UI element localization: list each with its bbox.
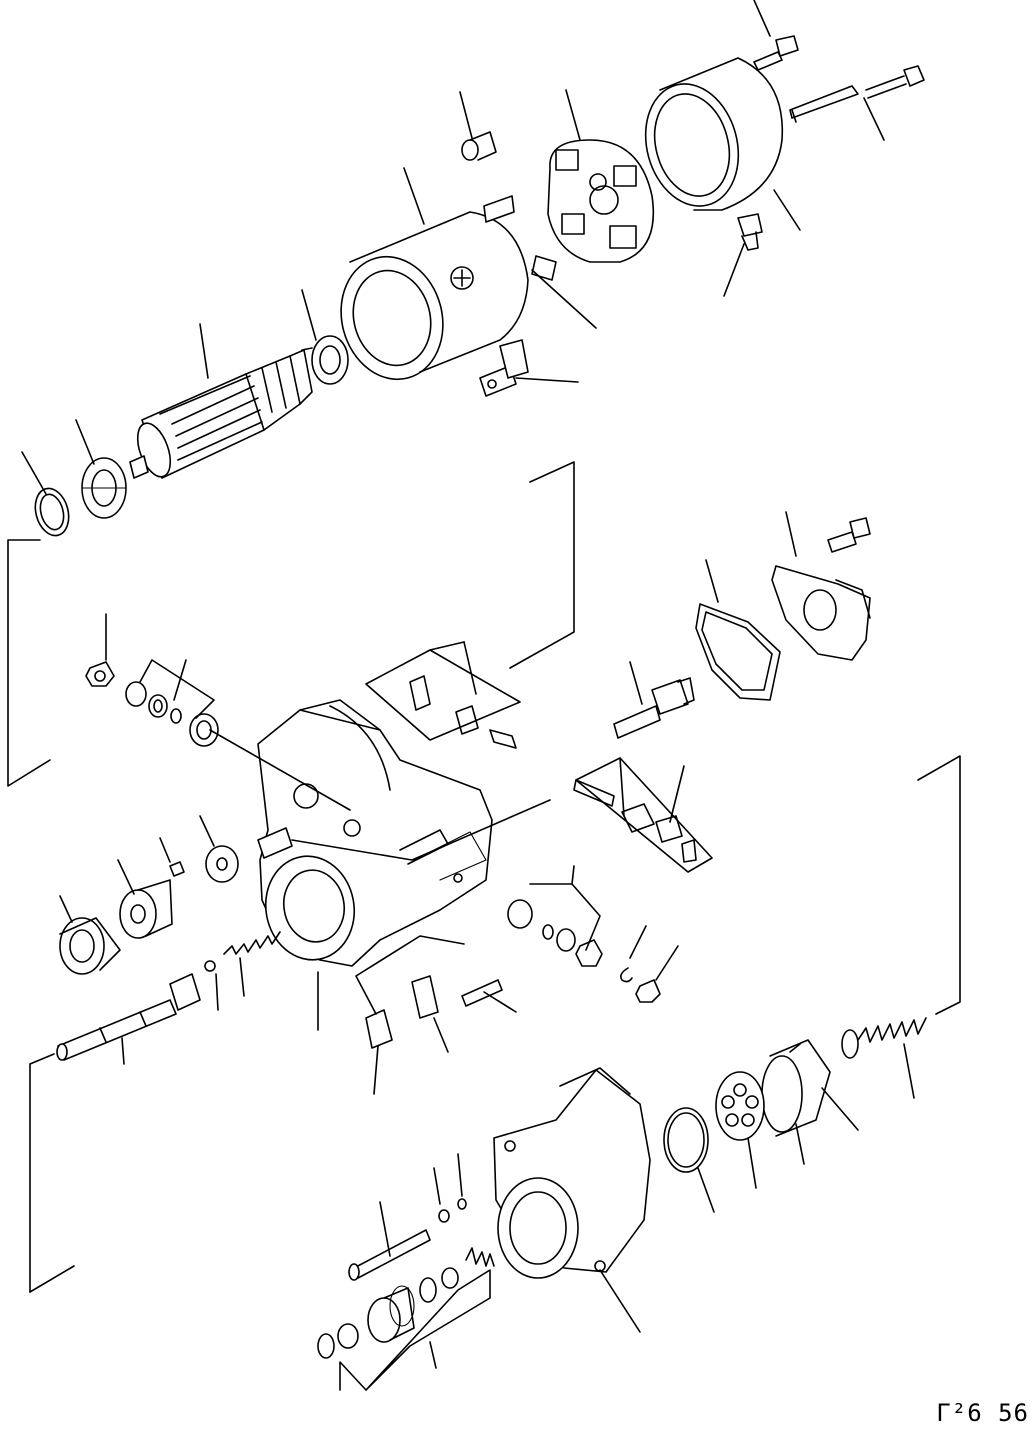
clutch-collar [119,879,173,939]
through-bolt [789,65,925,123]
drive-gear-assembly [761,1039,831,1137]
cover-band [644,57,784,211]
screw [753,35,799,71]
long-bolt [348,1229,431,1281]
leader-lines [7,0,961,1391]
plunger [613,677,695,739]
spring-lower [465,1247,495,1267]
ball-bearing-front [81,457,127,519]
return-spring [841,1017,927,1059]
spring-small [223,931,281,955]
terminal-bolt [365,975,503,1049]
o-ring [663,1107,709,1173]
seal-ring [34,487,70,537]
figure-code: Γ²6 56 [936,1399,1029,1427]
ball-bearing-rear [301,335,349,385]
armature [129,349,313,479]
clamp-clip [737,213,763,251]
washer-flat [205,845,239,883]
front-housing [493,1067,651,1279]
ball-bearing-drive [715,1071,765,1141]
nut-small [635,979,661,1003]
pinion-shaft [56,973,201,1061]
gasket [695,603,781,701]
idler-gear [367,1285,415,1343]
yoke-housing [340,195,557,381]
bushing-washers [507,899,603,967]
nut [85,661,115,687]
ball [204,960,216,972]
bushing [461,131,497,161]
bolt [827,517,871,553]
brush-holder [547,139,655,263]
washer-set [125,681,219,747]
pin [169,861,185,877]
washer-small [438,1198,467,1223]
terminal-group-upper [409,675,517,749]
pinion-gear [59,917,121,975]
washer-stack [317,1267,459,1359]
terminal-lead [479,339,529,397]
solenoid-housing [257,699,493,967]
snap-ring [620,967,633,983]
cover-plate [771,565,871,661]
